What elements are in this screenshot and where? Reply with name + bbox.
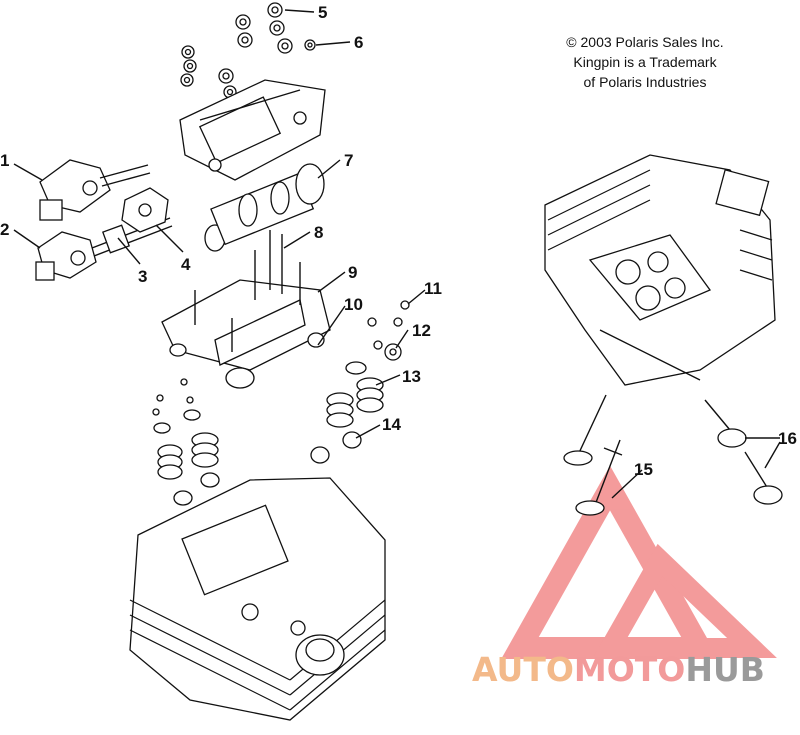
callout-15: 15 bbox=[634, 460, 653, 479]
callout-7: 7 bbox=[344, 151, 353, 170]
valve-springs-right bbox=[310, 361, 384, 464]
callout-labels: 1 2 3 4 5 6 7 8 9 10 11 12 13 14 15 16 bbox=[0, 3, 797, 479]
cylinder-head-left bbox=[129, 477, 386, 721]
copyright-line-2: Kingpin is a Trademark bbox=[573, 54, 717, 70]
nut-washer-stack bbox=[180, 2, 316, 99]
callout-4: 4 bbox=[181, 255, 191, 274]
callout-10: 10 bbox=[344, 295, 363, 314]
callout-9: 9 bbox=[348, 263, 357, 282]
rocker-shaft bbox=[91, 217, 173, 257]
watermark-logo-icon bbox=[501, 465, 777, 659]
callout-8: 8 bbox=[314, 223, 323, 242]
callout-11: 11 bbox=[424, 279, 442, 298]
callout-1: 1 bbox=[0, 151, 9, 170]
callout-5: 5 bbox=[318, 3, 327, 22]
callout-12: 12 bbox=[412, 321, 431, 340]
copyright-line-1: © 2003 Polaris Sales Inc. bbox=[566, 34, 724, 50]
copyright-line-3: of Polaris Industries bbox=[583, 74, 707, 90]
watermark-hub: HUB bbox=[685, 650, 765, 689]
copyright-notice: © 2003 Polaris Sales Inc. Kingpin is a T… bbox=[540, 32, 750, 92]
callout-6: 6 bbox=[354, 33, 363, 52]
callout-13: 13 bbox=[402, 367, 421, 386]
rocker-arm-lower bbox=[35, 231, 97, 281]
rocker-spacer bbox=[121, 187, 169, 233]
watermark-auto: AUTO bbox=[472, 650, 574, 689]
valves bbox=[563, 394, 783, 516]
camshaft-carrier-lower bbox=[161, 230, 331, 389]
leader-lines bbox=[13, 9, 781, 499]
camshaft bbox=[204, 163, 325, 252]
watermark-moto: MOTO bbox=[573, 650, 686, 689]
cylinder-head-right bbox=[544, 154, 776, 386]
valve-springs-left bbox=[153, 409, 220, 506]
callout-2: 2 bbox=[0, 220, 9, 239]
rocker-arm-upper bbox=[39, 159, 151, 221]
callout-16: 16 bbox=[778, 429, 797, 448]
callout-3: 3 bbox=[138, 267, 147, 286]
valve-keepers bbox=[152, 300, 410, 416]
callout-14: 14 bbox=[382, 415, 401, 434]
watermark-wordmark: AUTOMOTOHUB bbox=[472, 650, 800, 689]
camshaft-carrier-upper bbox=[179, 79, 326, 181]
